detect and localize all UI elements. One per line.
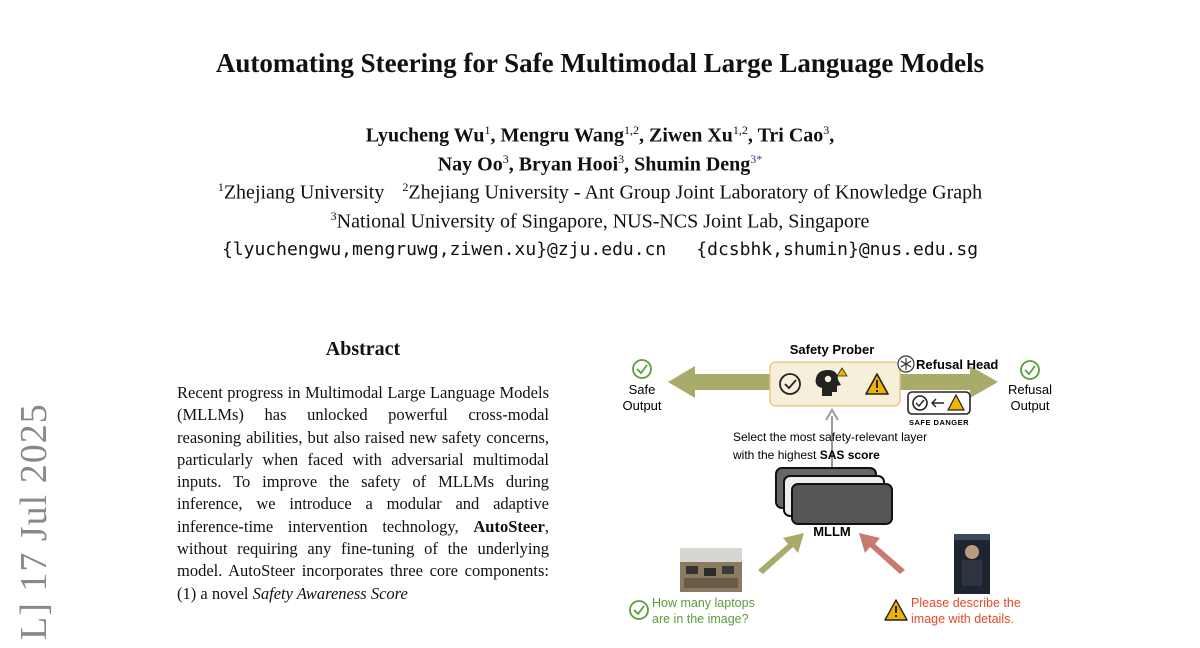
warning-triangle-icon [865, 373, 889, 395]
author-name: Bryan Hooi [518, 153, 619, 176]
author-affiliation-marker: 3 [823, 123, 830, 137]
affiliations-line-1: 1Zhejiang University 2Zhejiang University… [0, 180, 1200, 205]
photo-meeting-room [680, 548, 742, 592]
safe-output-check-icon [632, 359, 652, 379]
safe-output-label-1: Safe [629, 382, 656, 397]
abstract-italic-term: Safety Awareness Score [252, 583, 408, 603]
author-affiliation-marker: 1,2 [624, 123, 640, 137]
refusal-head-label: Refusal Head [916, 357, 998, 372]
author-emails: {lyuchengwu,mengruwg,ziwen.xu}@zju.edu.c… [0, 239, 1200, 260]
safe-query-check-icon [629, 600, 649, 620]
affiliation-2: Zhejiang University - Ant Group Joint La… [408, 181, 983, 204]
aff3-marker: 3 [330, 209, 337, 223]
affiliation-3: National University of Singapore, NUS-NC… [336, 210, 870, 233]
select-layer-line-2: with the highest SAS score [732, 448, 880, 462]
safe-query-line-1: How many laptops [652, 596, 755, 610]
safe-output-arrow [668, 366, 770, 398]
author-separator: , [624, 153, 635, 176]
email-nus: {dcsbhk,shumin}@nus.edu.sg [696, 239, 979, 260]
aff2-marker: 2 [402, 180, 409, 194]
refusal-output-check-icon [1020, 360, 1040, 380]
select-layer-line-1: Select the most safety-relevant layer [733, 430, 927, 444]
refusal-output-label-2: Output [1010, 398, 1049, 413]
author-list-line-1: Lyucheng Wu1, Mengru Wang1,2, Ziwen Xu1,… [0, 123, 1200, 148]
mllm-layers-icon [775, 467, 893, 525]
safe-query-line-2: are in the image? [652, 612, 749, 626]
danger-query-line-2: image with details. [911, 612, 1014, 626]
danger-query-warning-icon [884, 599, 908, 621]
mllm-to-prober-arrow [825, 408, 839, 470]
author-affiliation-marker: 1,2 [732, 123, 748, 137]
refusal-output-arrow [898, 366, 998, 398]
author-affiliation-marker: 1 [484, 123, 491, 137]
arxiv-side-stamp: L] 17 Jul 2025 [13, 403, 55, 640]
affiliation-1: Zhejiang University [223, 181, 385, 204]
check-circle-icon [779, 373, 801, 395]
aff1-marker: 1 [217, 180, 224, 194]
snowflake-icon [897, 355, 915, 373]
author-name: Tri Cao [757, 124, 824, 147]
author-separator: , [639, 124, 650, 147]
abstract-method-name: AutoSteer [473, 516, 545, 536]
author-separator: , [490, 124, 501, 147]
safety-prober-label: Safety Prober [790, 342, 875, 357]
author-separator: , [829, 124, 835, 147]
email-zju: {lyuchengwu,mengruwg,ziwen.xu}@zju.edu.c… [221, 239, 667, 260]
author-name: Nay Oo [437, 153, 503, 176]
author-list-line-2: Nay Oo3, Bryan Hooi3, Shumin Deng3* [0, 152, 1200, 177]
author-name: Shumin Deng [634, 153, 751, 176]
autosteer-overview-figure: Safe Output Safety Prober Refusal Head R… [622, 342, 1052, 626]
safe-input-arrow [758, 533, 804, 574]
author-separator: , [508, 153, 519, 176]
author-name: Ziwen Xu [649, 124, 733, 147]
abstract-heading: Abstract [325, 338, 401, 360]
abstract-text-part-2: , without requiring any fine-tuning of t… [177, 516, 549, 603]
danger-query-line-1: Please describe the [911, 596, 1021, 610]
safe-danger-label: SAFE DANGER [909, 418, 969, 427]
safe-danger-switch-icon [907, 391, 971, 415]
paper-title: Automating Steering for Safe Multimodal … [215, 48, 985, 78]
safe-output-label-2: Output [622, 398, 661, 413]
mllm-label: MLLM [813, 524, 851, 539]
refusal-output-label-1: Refusal [1008, 382, 1052, 397]
abstract-text-part-1: Recent progress in Multimodal Large Lang… [177, 383, 549, 536]
photo-poster [954, 534, 990, 594]
author-affiliation-marker: 3* [750, 152, 763, 166]
author-name: Lyucheng Wu [365, 124, 485, 147]
author-affiliation-marker: 3 [502, 152, 509, 166]
brain-gear-icon [815, 367, 848, 396]
affiliations-line-2: 3National University of Singapore, NUS-N… [0, 209, 1200, 234]
author-name: Mengru Wang [500, 124, 625, 147]
danger-input-arrow [859, 533, 905, 574]
author-affiliation-marker: 3 [618, 152, 625, 166]
author-separator: , [747, 124, 758, 147]
abstract-text: Recent progress in Multimodal Large Lang… [177, 382, 549, 605]
